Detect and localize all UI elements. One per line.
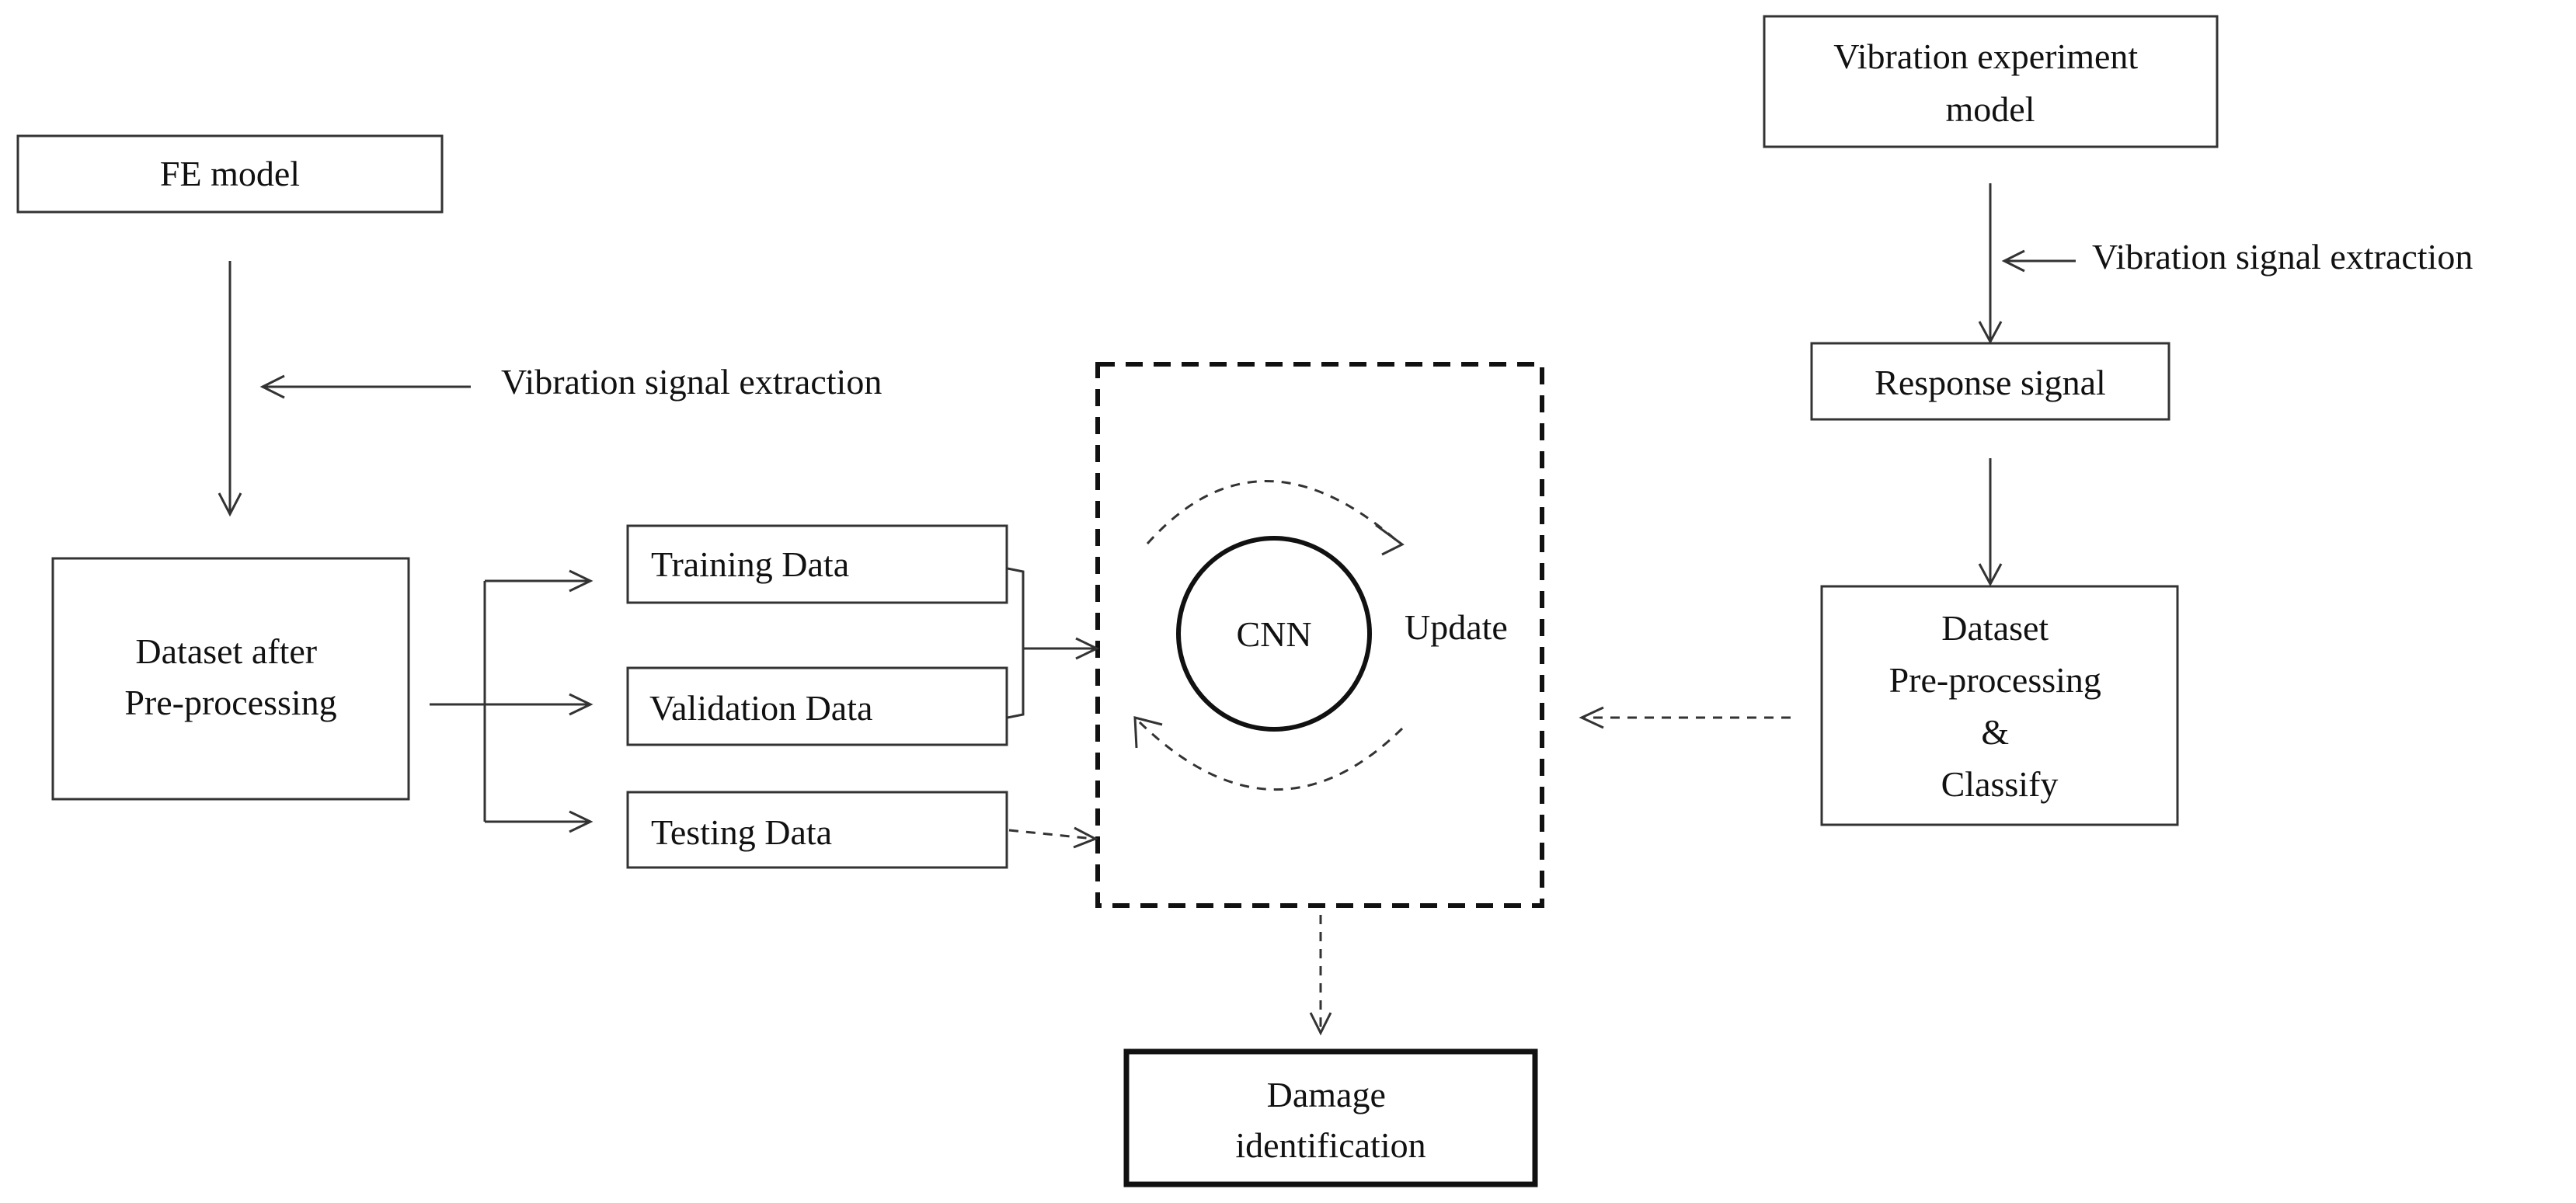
cnn-to-damage-arrowhead	[1309, 1012, 1332, 1036]
cnn-circle	[1176, 536, 1372, 732]
dataset-classify-label: Dataset Pre-processing & Classify	[1889, 608, 2111, 804]
vibration-experiment-label: Vibration experiment model	[1833, 37, 2146, 129]
vib-exp-to-response-arrowhead	[1978, 321, 2003, 345]
response-signal-box	[1810, 342, 2170, 421]
testing-data-label: Testing Data	[651, 812, 832, 852]
fe-model-label: FE model	[160, 154, 300, 193]
split-to-testing-arrowhead	[569, 810, 594, 833]
vib-extract-left-label: Vibration signal extraction	[501, 362, 882, 402]
validation-data-label: Validation Data	[649, 688, 872, 728]
vibration-experiment-box	[1763, 15, 2219, 148]
testing-to-cnn-arrowhead	[1073, 826, 1098, 849]
update-arc-top	[1146, 480, 1399, 545]
vib-extract-right-label: Vibration signal extraction	[2092, 237, 2473, 276]
response-to-dataset-arrowhead	[1978, 563, 2003, 587]
dataset-to-cnn-arrowhead	[1579, 706, 1604, 729]
fe-model-box	[16, 134, 444, 214]
response-signal-label: Response signal	[1875, 363, 2106, 402]
damage-identification-box	[1123, 1048, 1538, 1187]
cnn-label: CNN	[1236, 614, 1311, 654]
update-label: Update	[1405, 607, 1508, 647]
cnn-container	[1095, 362, 1544, 908]
vib-extract-left-arrowhead	[259, 374, 285, 399]
validation-data-box	[626, 666, 1008, 746]
dataset-after-box	[51, 557, 410, 801]
dataset-classify-box	[1820, 585, 2179, 826]
update-arc-bottom-arrowhead	[1133, 716, 1163, 749]
train-val-bracket	[1007, 567, 1025, 719]
vib-extract-right-arrowhead	[2001, 249, 2025, 273]
fe-to-dataset-arrowhead	[218, 492, 242, 517]
testing-to-cnn-line	[1008, 829, 1095, 840]
update-arc-top-arrowhead	[1375, 523, 1405, 556]
training-data-label: Training Data	[651, 544, 849, 584]
testing-data-box	[626, 791, 1008, 869]
bracket-to-cnn-arrowhead	[1075, 637, 1100, 660]
dataset-after-label: Dataset after Pre-processing	[124, 631, 336, 722]
split-to-training-arrowhead	[569, 569, 594, 593]
split-to-validation-arrowhead	[569, 693, 594, 716]
damage-identification-label: Damage identification	[1235, 1075, 1426, 1165]
training-data-box	[626, 524, 1008, 604]
